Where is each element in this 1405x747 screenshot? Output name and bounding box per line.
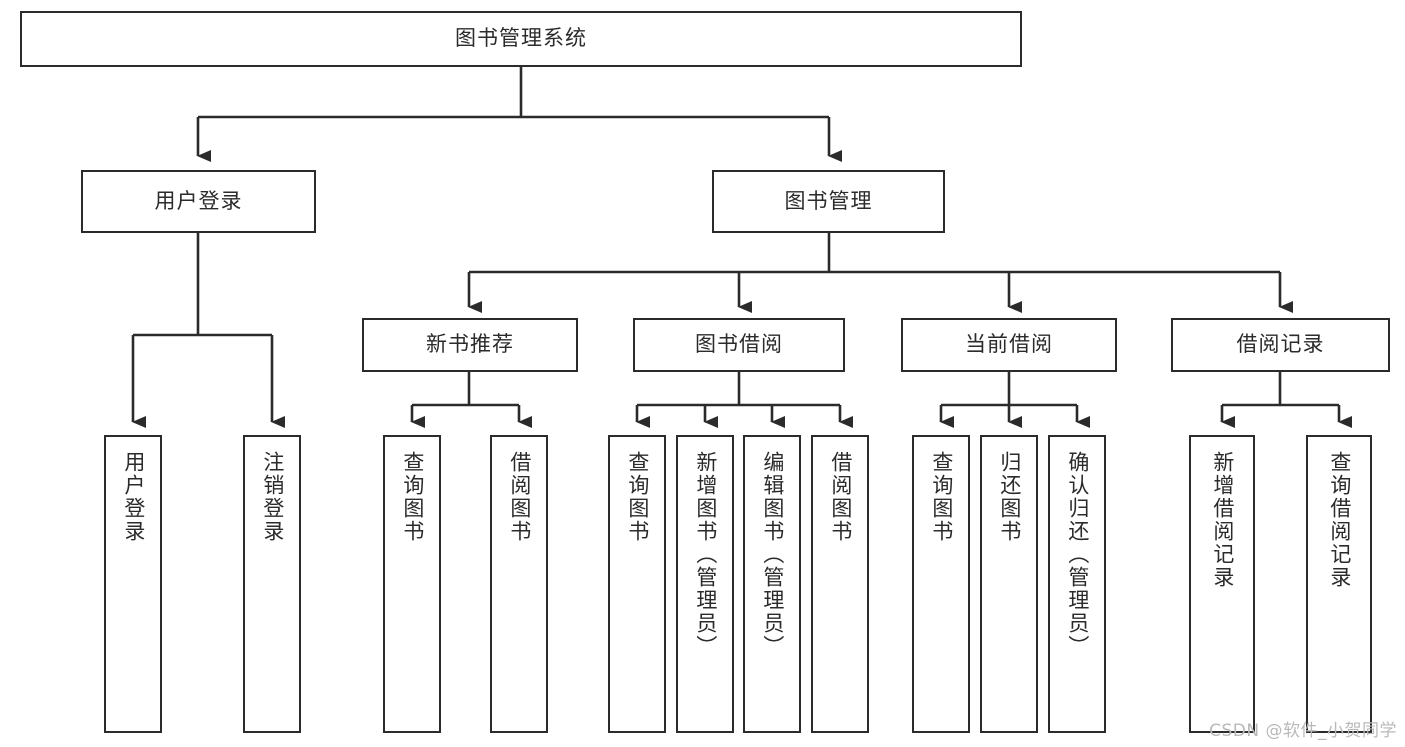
node-book-management[interactable]: 图书管理 [712,170,945,233]
node-book-borrow[interactable]: 图书借阅 [633,318,845,372]
node-label: 新书推荐 [426,332,514,357]
csdn-watermark: CSDN @软件_小贺同学 [1209,721,1397,741]
node-label: 图书管理 [784,188,873,213]
node-current-borrow[interactable]: 当前借阅 [901,318,1117,372]
node-label: 新增图书（管理员） [693,451,718,658]
node-borrow-record[interactable]: 借阅记录 [1171,318,1390,372]
leaf-query-borrow-record[interactable]: 查询借阅记录 [1306,435,1372,733]
node-label: 归还图书 [997,451,1022,543]
node-label: 图书管理系统 [455,26,587,51]
node-new-book-recommend[interactable]: 新书推荐 [362,318,578,372]
node-label: 图书借阅 [695,332,783,357]
leaf-borrow-book-recommend[interactable]: 借阅图书 [490,435,548,733]
node-label: 查询图书 [400,451,425,543]
node-label: 查询图书 [625,451,650,543]
node-label: 用户登录 [154,188,243,213]
leaf-add-book-admin[interactable]: 新增图书（管理员） [676,435,734,733]
node-label: 借阅图书 [828,451,853,543]
leaf-logout-login[interactable]: 注销登录 [243,435,301,733]
node-label: 借阅图书 [507,451,532,543]
node-label: 借阅记录 [1236,332,1325,357]
node-label: 新增借阅记录 [1210,451,1235,589]
node-user-login[interactable]: 用户登录 [81,170,316,233]
leaf-return-book[interactable]: 归还图书 [980,435,1038,733]
node-label: 查询借阅记录 [1327,451,1352,589]
node-label: 当前借阅 [965,332,1053,357]
leaf-confirm-return-admin[interactable]: 确认归还（管理员） [1048,435,1106,733]
node-label: 查询图书 [929,451,954,543]
node-label: 编辑图书（管理员） [760,451,785,658]
node-label: 注销登录 [260,451,285,543]
leaf-user-login[interactable]: 用户登录 [104,435,162,733]
leaf-query-book-borrow[interactable]: 查询图书 [608,435,666,733]
leaf-query-book-recommend[interactable]: 查询图书 [383,435,441,733]
leaf-add-borrow-record[interactable]: 新增借阅记录 [1189,435,1255,733]
leaf-query-book-current[interactable]: 查询图书 [912,435,970,733]
leaf-edit-book-admin[interactable]: 编辑图书（管理员） [743,435,801,733]
node-root-system[interactable]: 图书管理系统 [20,11,1022,67]
node-label: 确认归还（管理员） [1065,451,1090,658]
leaf-borrow-book[interactable]: 借阅图书 [811,435,869,733]
node-label: 用户登录 [121,451,146,543]
